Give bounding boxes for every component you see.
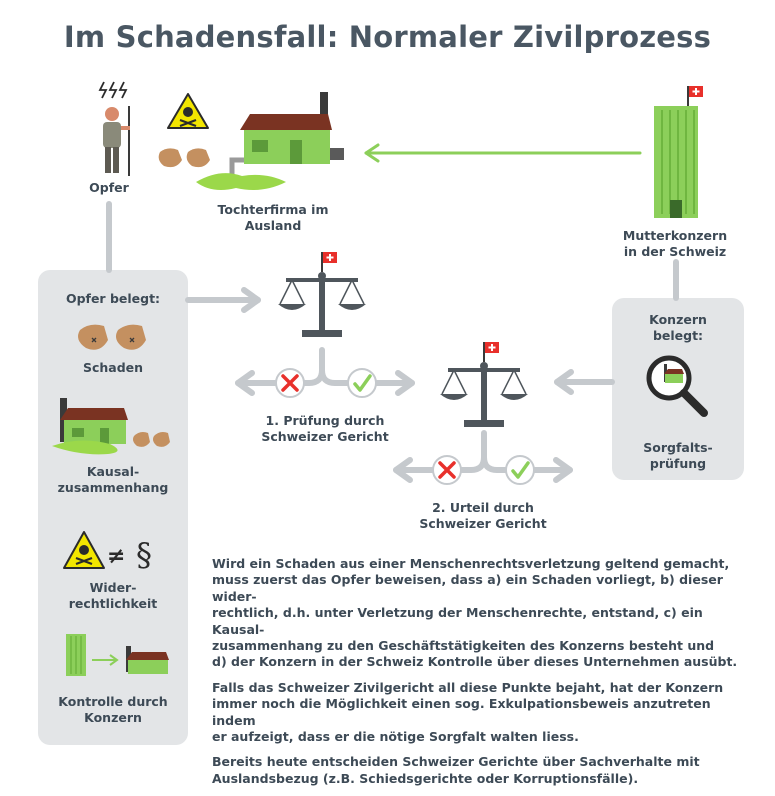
parent-company-building-icon	[654, 86, 703, 218]
paragraph-1: Wird ein Schaden aus einer Menschenrecht…	[212, 556, 738, 670]
page-title: Im Schadensfall: Normaler Zivilprozess	[63, 20, 712, 54]
left-panel-heading: Opfer belegt:	[65, 291, 161, 306]
victim-label: Opfer	[89, 180, 129, 195]
accept-icon-2	[505, 455, 535, 485]
paragraph-2: Falls das Schweizer Zivilgericht all die…	[212, 679, 724, 745]
court-scale-2-icon	[440, 342, 528, 427]
accept-icon-1	[347, 368, 377, 398]
subsidiary-label: Tochterfirma im Ausland	[217, 202, 329, 233]
court-scale-1-icon	[278, 252, 366, 337]
court-verdict-label: 2. Urteil durch Schweizer Gericht	[419, 500, 547, 531]
reject-icon-1	[275, 368, 305, 398]
control-arrow	[364, 143, 642, 163]
evidence-item-due-diligence: Sorgfalts- prüfung	[643, 440, 713, 471]
reject-icon-2	[432, 455, 462, 485]
toxic-hazard-icon	[167, 93, 209, 129]
paragraph-3: Bereits heute entscheiden Schweizer Geri…	[212, 754, 700, 786]
due-diligence-magnifier-icon	[646, 355, 708, 417]
evidence-item-damage: Schaden	[82, 360, 144, 375]
unlawfulness-icon: ≠ §	[63, 531, 152, 574]
svg-text:≠: ≠	[107, 544, 125, 569]
svg-text:§: §	[136, 536, 152, 574]
connectors	[106, 201, 679, 483]
victim-icon	[98, 81, 130, 176]
diagram-canvas: ≠ §	[38, 81, 744, 745]
right-panel-heading: Konzern belegt:	[649, 312, 707, 343]
injured-hands-icon	[158, 148, 210, 168]
factory-icon	[196, 92, 344, 190]
damage-hands-icon	[78, 324, 146, 350]
explanation-text: Wird ein Schaden aus einer Menschenrecht…	[212, 556, 752, 796]
court-check-label: 1. Prüfung durch Schweizer Gericht	[261, 413, 389, 444]
evidence-item-control: Kontrolle durch Konzern	[58, 694, 168, 725]
evidence-item-causality: Kausal- zusammenhang	[57, 464, 169, 495]
causal-link-factory-icon	[52, 398, 170, 455]
parent-company-label: Mutterkonzern in der Schweiz	[622, 228, 728, 259]
evidence-item-unlawfulness: Wider- rechtlichkeit	[68, 580, 158, 611]
left-evidence-panel	[38, 270, 188, 745]
control-icon	[66, 634, 169, 676]
